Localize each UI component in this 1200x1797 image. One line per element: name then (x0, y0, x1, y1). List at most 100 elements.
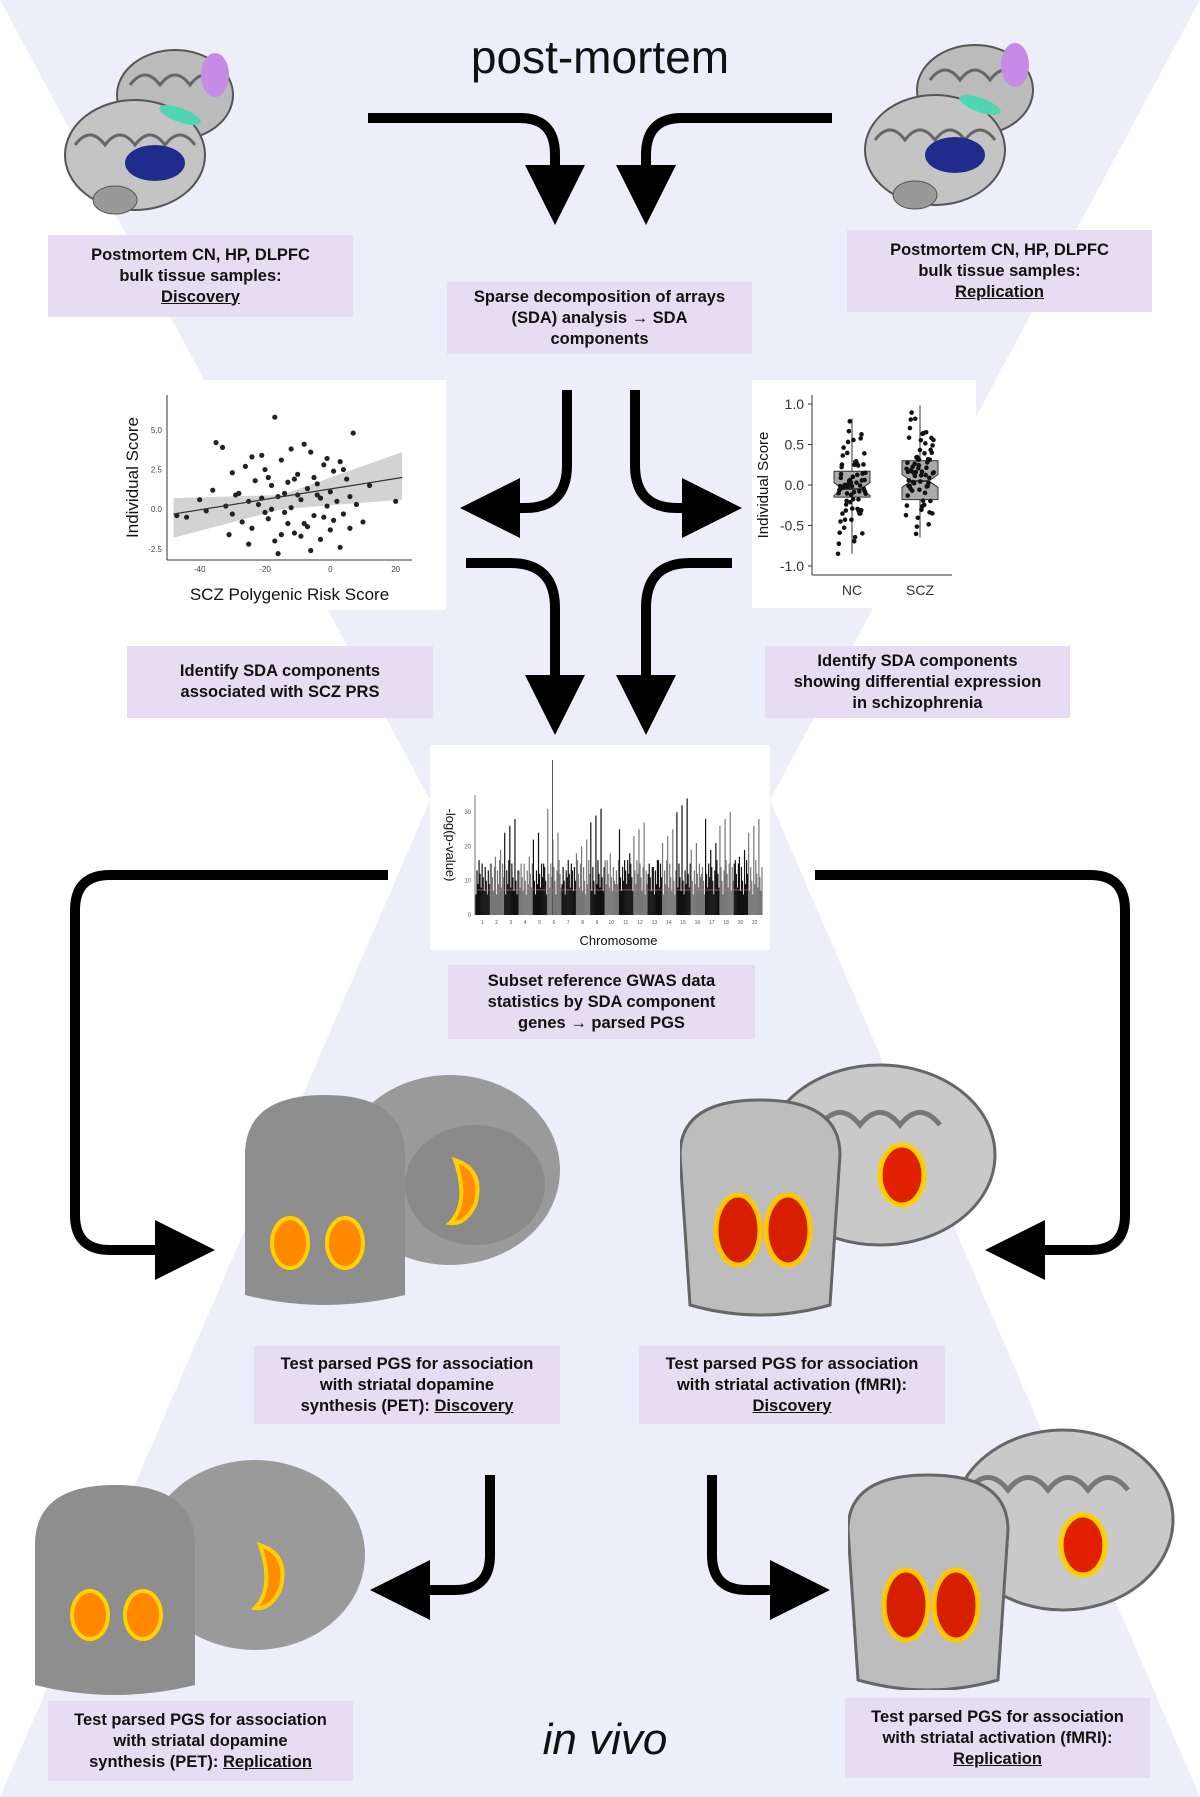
data-point (926, 475, 932, 481)
data-point (347, 525, 353, 531)
box-line: Test parsed PGS for association (871, 1707, 1124, 1726)
y-tick-label: 0.5 (785, 437, 805, 453)
data-point (272, 538, 278, 544)
data-point (327, 527, 333, 533)
box-line: (SDA) analysis → SDA (511, 308, 688, 327)
x-tick-label: 9 (596, 920, 599, 926)
data-point (904, 503, 910, 508)
data-point (285, 520, 291, 527)
data-point (863, 470, 868, 476)
data-point (838, 475, 844, 481)
differential-expression-box: Identify SDA components showing differen… (765, 646, 1070, 718)
data-point (851, 538, 857, 544)
data-point (848, 480, 854, 485)
data-point (836, 541, 842, 546)
data-point (233, 492, 239, 498)
data-point (920, 498, 926, 504)
x-tick-label: 12 (637, 920, 643, 926)
box-line-discovery: Discovery (752, 1396, 832, 1415)
y-tick-label: 20 (464, 844, 471, 850)
box-line-part: synthesis (PET): (300, 1396, 435, 1415)
data-point (353, 501, 360, 508)
data-point (838, 471, 844, 477)
data-point (314, 481, 320, 487)
box-line: Postmortem CN, HP, DLPFC (91, 245, 310, 264)
header-title: post-mortem (470, 31, 730, 83)
data-point (838, 519, 843, 524)
data-point (843, 502, 849, 507)
data-point (282, 509, 288, 516)
box-line: Test parsed PGS for association (665, 1354, 919, 1373)
data-point (340, 511, 346, 517)
data-point (840, 453, 846, 458)
data-point (854, 461, 860, 467)
data-point (839, 464, 844, 470)
data-point (360, 519, 366, 525)
data-point (922, 451, 927, 456)
data-point (278, 457, 284, 463)
data-point (862, 451, 867, 456)
y-tick-label: 0.0 (151, 505, 163, 514)
data-point (914, 524, 920, 529)
data-point (262, 466, 268, 473)
data-point (906, 478, 912, 483)
data-point (913, 531, 919, 537)
data-point (858, 436, 863, 441)
data-point (931, 470, 937, 475)
data-point (917, 479, 923, 484)
data-point (861, 486, 867, 492)
data-point (912, 416, 918, 422)
data-point (324, 503, 330, 509)
data-point (863, 491, 869, 497)
data-point (852, 534, 858, 540)
box-line: Identify SDA components (817, 651, 1018, 670)
box-line: Postmortem CN, HP, DLPFC (890, 240, 1109, 259)
data-point (921, 502, 927, 508)
data-point (930, 511, 935, 516)
y-tick-label: 10 (464, 879, 471, 885)
data-point (282, 490, 288, 496)
pet-brain-discovery-image (245, 1075, 560, 1305)
data-point (910, 479, 916, 485)
data-point (847, 419, 853, 424)
data-point (860, 531, 865, 536)
data-point (184, 514, 190, 520)
data-point (923, 472, 928, 478)
data-point (344, 476, 350, 482)
data-point (857, 483, 863, 488)
data-point (841, 445, 846, 450)
data-point (905, 460, 910, 466)
data-point (298, 533, 304, 539)
data-point (858, 507, 864, 513)
data-point (849, 506, 855, 511)
data-point (918, 473, 924, 478)
data-point (265, 516, 271, 522)
data-point (366, 482, 373, 489)
data-point (213, 439, 219, 446)
x-tick-label: 0 (328, 565, 333, 574)
data-point (924, 465, 929, 470)
box-line: with striatal dopamine (113, 1731, 288, 1750)
data-point (317, 536, 324, 542)
data-point (846, 428, 852, 434)
data-point (851, 489, 857, 495)
data-point (926, 480, 931, 486)
x-tick-label: 20 (391, 565, 400, 574)
data-point (928, 447, 933, 453)
data-point (908, 486, 913, 491)
data-point (855, 472, 860, 478)
x-tick-label: 13 (652, 920, 658, 926)
data-point (905, 493, 910, 498)
data-point (291, 476, 297, 482)
x-tick-label: 14 (666, 920, 672, 926)
postmortem-brain-left-image (64, 49, 234, 215)
data-point (331, 517, 337, 523)
x-tick-label: 17 (709, 920, 715, 926)
x-tick-label: 15 (680, 920, 686, 926)
data-point (925, 457, 931, 462)
data-point (848, 499, 853, 505)
